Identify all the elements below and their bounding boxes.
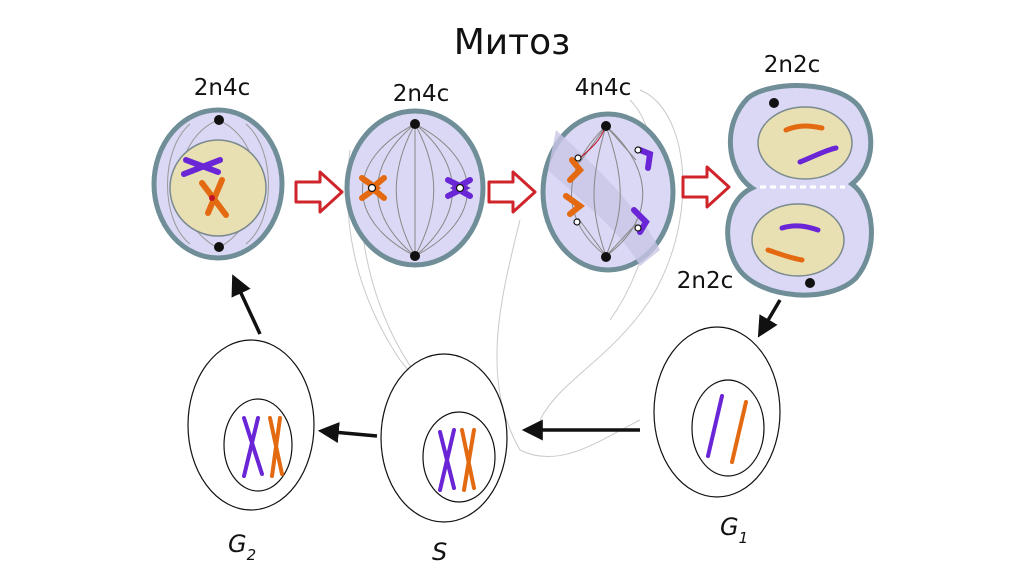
arrow-s-to-g2 bbox=[317, 422, 378, 443]
anaphase-chromosomes bbox=[563, 147, 654, 235]
arrow-g2-to-prophase bbox=[231, 274, 262, 335]
label-telophase: 2n2c bbox=[764, 52, 821, 78]
diagram-title: Митоз bbox=[454, 22, 571, 63]
anaphase-cell bbox=[540, 111, 676, 273]
phase-label-g1-sub: 1 bbox=[739, 529, 749, 547]
label-anaphase: 4n4c bbox=[575, 75, 632, 101]
arrow-anaphase-to-telophase bbox=[681, 165, 731, 209]
arrow-telophase-to-g1 bbox=[757, 299, 782, 338]
arrow-metaphase-to-anaphase bbox=[487, 170, 537, 214]
metaphase-cell bbox=[344, 108, 486, 268]
label-prophase: 2n4c bbox=[194, 75, 251, 101]
phase-label-g1: G1 bbox=[720, 513, 748, 547]
phase-label-g2-sub: 2 bbox=[247, 546, 257, 564]
g2-cell bbox=[187, 339, 315, 511]
label-metaphase: 2n4c bbox=[393, 81, 450, 107]
phase-label-g1-letter: G bbox=[720, 513, 739, 541]
transition-arrows bbox=[294, 165, 731, 214]
label-daughter-cells: 2n2c bbox=[677, 268, 734, 294]
telophase-chromosomes bbox=[765, 123, 839, 263]
telophase-cell bbox=[725, 83, 874, 298]
cycle-arrows bbox=[231, 274, 782, 443]
prophase-cell bbox=[151, 107, 285, 261]
s-cell bbox=[380, 353, 508, 523]
phase-label-s: S bbox=[432, 538, 447, 566]
arrow-prophase-to-metaphase bbox=[294, 170, 344, 214]
phase-label-g2: G2 bbox=[228, 530, 256, 564]
phase-label-g2-letter: G bbox=[228, 530, 247, 558]
g1-cell bbox=[653, 326, 781, 498]
